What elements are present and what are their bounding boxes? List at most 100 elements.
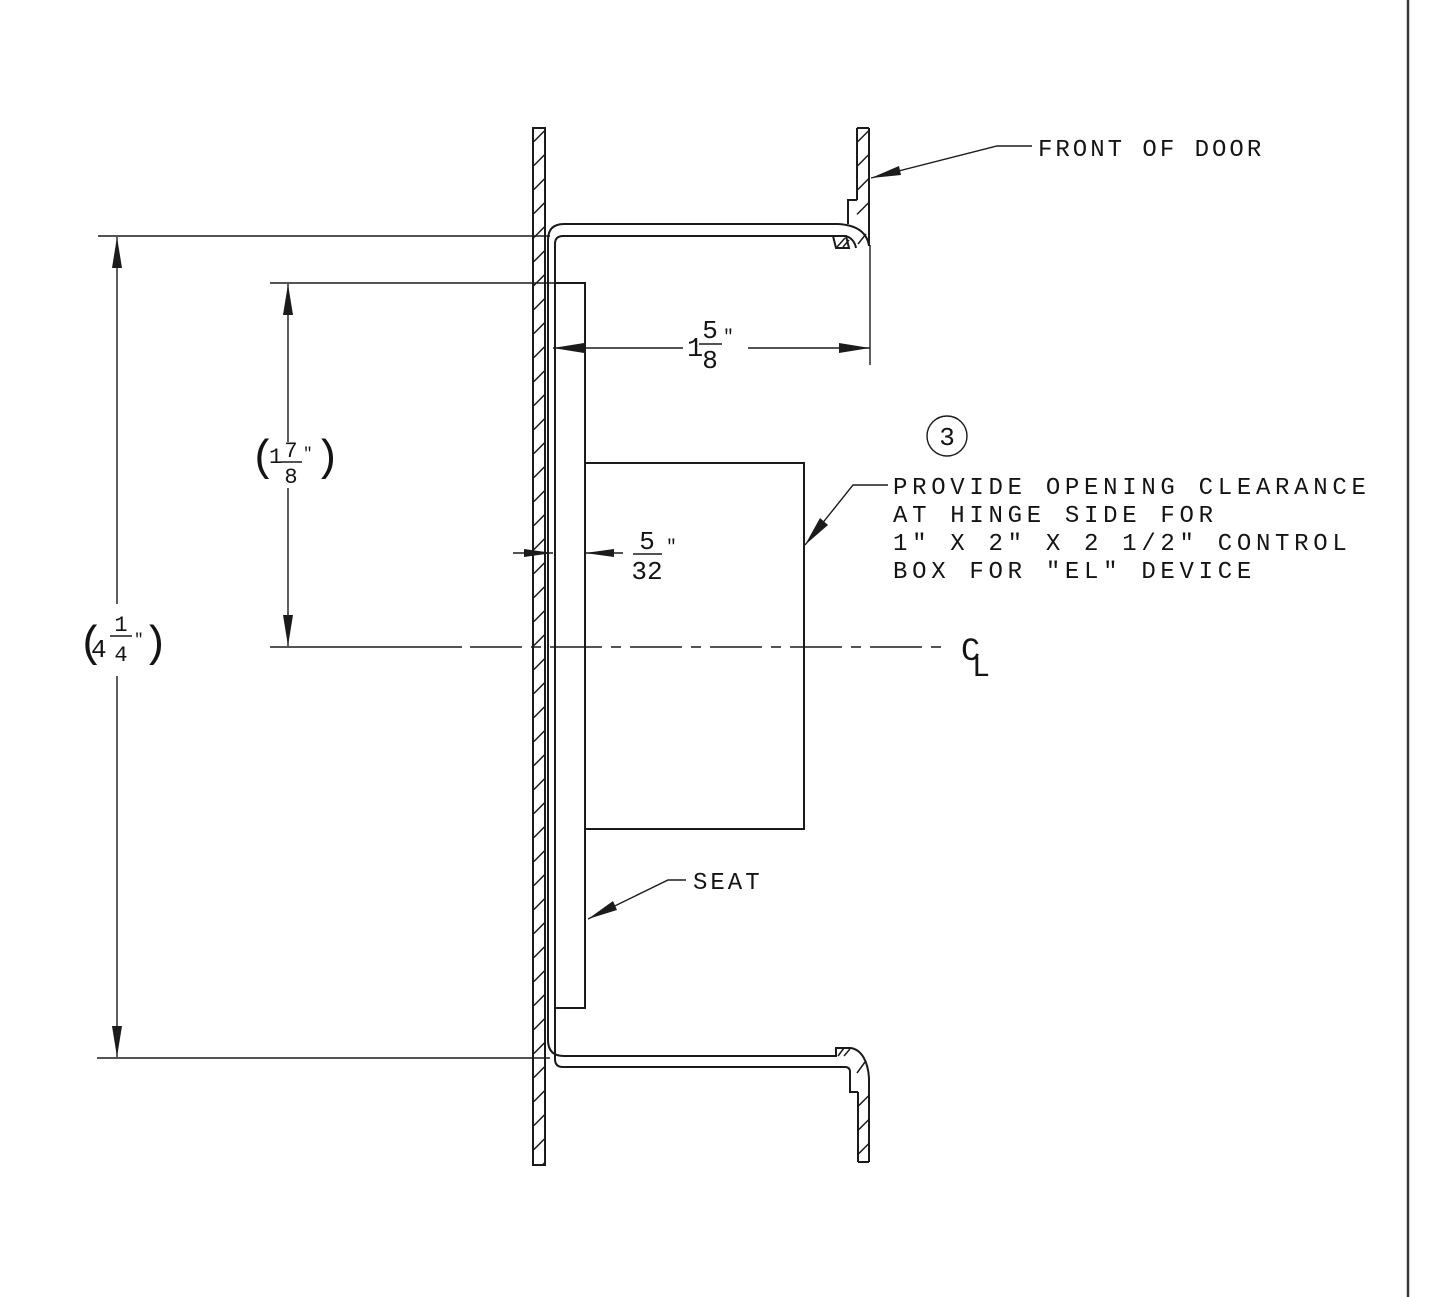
front-of-door-callout: FRONT OF DOOR	[870, 137, 1264, 179]
hatch-line	[532, 177, 546, 191]
dim-whole: 1	[269, 445, 282, 470]
hatch-line	[532, 153, 546, 167]
hatch-line	[532, 201, 546, 215]
dim-numerator: 7	[284, 439, 297, 464]
dim-denominator: 8	[702, 346, 718, 376]
hatch-line	[532, 777, 546, 791]
front-sheet-bottom-hem-hatch	[837, 1047, 866, 1074]
hatch-line	[856, 129, 870, 143]
dimension-seat-top-to-centerline: ( 1 7 8 " )	[250, 282, 585, 646]
hatch-line	[532, 321, 546, 335]
dim-numerator: 1	[114, 613, 127, 638]
front-face-sheet-top	[831, 127, 870, 249]
front-sheet-bottom-hem-tail	[835, 1047, 851, 1056]
hatch-line	[532, 561, 546, 575]
hatch-line	[532, 897, 546, 911]
hatch-line	[532, 1017, 546, 1031]
centerline: C L	[270, 633, 990, 686]
front-face-sheet-bottom	[835, 1047, 870, 1163]
front-sheet-top-step	[847, 199, 857, 224]
hatch-line	[532, 537, 546, 551]
hatch-line	[532, 633, 546, 647]
hatch-line	[532, 993, 546, 1007]
dim-unit: "	[303, 445, 313, 463]
keynote-circle	[926, 415, 968, 457]
seat-callout: SEAT	[587, 870, 760, 920]
hatch-line	[532, 489, 546, 503]
control-box-clearance	[584, 462, 805, 830]
note-line-2: AT HINGE SIDE FOR	[893, 503, 1218, 530]
dim-unit: "	[723, 328, 734, 348]
hatch-line	[532, 729, 546, 743]
front-of-door-label: FRONT OF DOOR	[1038, 137, 1264, 164]
dim-open-paren: (	[78, 620, 104, 670]
dim-unit: "	[666, 538, 677, 558]
hatch-line	[857, 1094, 870, 1107]
hatch-line	[532, 705, 546, 719]
hatch-line	[532, 513, 546, 527]
leader-arrowhead	[588, 901, 617, 919]
arrowhead-pointing-right	[524, 549, 553, 557]
hatch-line	[856, 177, 870, 191]
hatch-line	[532, 921, 546, 935]
dim-unit: "	[134, 631, 144, 649]
dim-numerator: 5	[639, 527, 655, 557]
front-sheet-top-edges	[856, 127, 870, 246]
hatch-line	[857, 1142, 870, 1155]
hatch-line	[532, 609, 546, 623]
hatch-line	[532, 1089, 546, 1103]
hatch-line	[532, 657, 546, 671]
hatch-line	[541, 1161, 546, 1166]
hatch-line	[532, 441, 546, 455]
hatch-line	[532, 1113, 546, 1127]
hatch-line	[532, 801, 546, 815]
hatch-line	[532, 753, 546, 767]
dim-close-paren: )	[142, 620, 168, 670]
note-line-3: 1" X 2" X 2 1/2" CONTROL	[893, 531, 1351, 558]
keynote-number: 3	[939, 423, 955, 453]
dim-denominator: 8	[284, 465, 297, 490]
seat-plate	[554, 282, 586, 1009]
hatch-line	[857, 1118, 870, 1131]
hatch-line	[532, 297, 546, 311]
hatch-line	[532, 345, 546, 359]
front-sheet-top-hatch	[856, 129, 870, 215]
hatch-line	[532, 1041, 546, 1055]
door-back-face-sheet-outline	[532, 127, 546, 1166]
dim-open-paren: (	[250, 434, 276, 484]
hatch-line	[532, 273, 546, 287]
hatch-line	[532, 1137, 546, 1151]
hatch-line	[532, 393, 546, 407]
dim-whole: 4	[91, 635, 107, 665]
arrowhead-up	[112, 237, 122, 268]
front-sheet-bottom-curl-outer	[850, 1047, 870, 1079]
front-sheet-top-curl-outer	[837, 223, 870, 247]
hatch-line	[532, 417, 546, 431]
dim-denominator: 4	[114, 643, 127, 668]
front-sheet-top-hem-hatch	[836, 233, 867, 248]
dim-denominator: 32	[631, 557, 662, 587]
leader-line	[870, 145, 1032, 179]
arrowhead-down	[112, 1026, 122, 1057]
arrowhead-right	[839, 343, 870, 353]
leader-arrowhead	[805, 518, 828, 545]
hatch-line	[532, 369, 546, 383]
hatch-line	[532, 465, 546, 479]
front-sheet-bottom-step	[844, 1066, 858, 1093]
hatch-line	[532, 849, 546, 863]
control-box-note: 3 PROVIDE OPENING CLEARANCE AT HINGE SID…	[804, 415, 1371, 586]
dim-whole: 1	[687, 335, 703, 365]
hatch-line	[532, 1065, 546, 1079]
front-sheet-bottom-hatch	[857, 1094, 870, 1155]
arrowhead-pointing-left	[585, 549, 614, 557]
dim-close-paren: )	[314, 434, 340, 484]
note-line-1: PROVIDE OPENING CLEARANCE	[893, 475, 1371, 502]
edge-channel-outer-line	[547, 223, 838, 1057]
door-back-face-sheet-hatch	[532, 129, 546, 1166]
arrowhead-up	[283, 284, 293, 315]
centerline-symbol-l: L	[972, 652, 990, 686]
hatch-line	[532, 585, 546, 599]
hatch-line	[532, 249, 546, 263]
